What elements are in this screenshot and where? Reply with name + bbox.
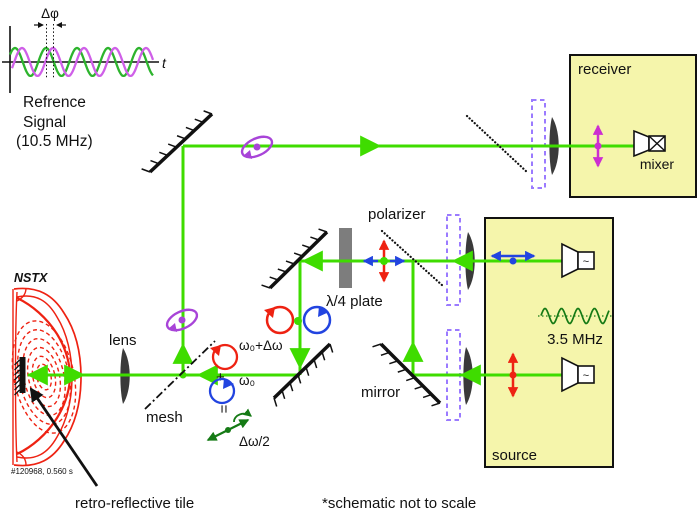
red-circle-w0dw <box>211 343 239 371</box>
mirror-hatching <box>141 110 213 173</box>
blue-dot <box>509 257 517 265</box>
mesh-beamsplitter <box>144 340 216 410</box>
receiver-beamsplitter <box>465 114 530 175</box>
ellipse-dot <box>253 143 261 151</box>
source-title: source <box>492 447 537 464</box>
signal-legend-label: Signal <box>23 114 66 131</box>
polarization-markers <box>362 124 604 398</box>
upper-term-label: ω₀+Δω <box>239 338 283 353</box>
oscillator-symbol: ~ <box>583 370 589 382</box>
nstx-title: NSTX <box>14 271 48 285</box>
beam-dot <box>380 257 388 265</box>
bottom-corner-contour <box>16 451 27 466</box>
red-circular-pol <box>265 305 295 335</box>
modulation-wave: 3.5 MHz <box>538 307 612 348</box>
blue-rotation-arrowhead <box>318 306 329 317</box>
mirror-top-left <box>148 112 214 174</box>
nstx-plasma <box>11 287 82 467</box>
circular-polarization <box>264 305 332 335</box>
retro-reflective-tile <box>14 357 26 396</box>
red-rotation-arrowhead <box>210 345 221 356</box>
red-rotation-arrowhead <box>264 307 275 318</box>
if-frequency-label: (10.5 MHz) <box>16 133 93 150</box>
oscillator-box-upper <box>577 251 595 270</box>
polarizer-beamsplitter <box>380 229 445 288</box>
t-axis-label: t <box>162 55 167 71</box>
tile-caption: retro-reflective tile <box>75 495 194 512</box>
quarter-wave-plate-label: λ/4 plate <box>326 293 383 310</box>
reference-legend-label: Refrence <box>23 94 86 111</box>
equals-rotated: = <box>215 405 232 414</box>
modulation-sine <box>540 307 610 325</box>
beam-dot <box>294 317 302 325</box>
green-dot <box>225 427 231 433</box>
ellipse-pol-top <box>240 135 274 159</box>
mirror-hatching <box>273 343 334 407</box>
lower-term-label: ω₀ <box>239 373 255 388</box>
tile-bar <box>19 357 26 393</box>
receiver-box: receiver <box>569 54 697 198</box>
mesh-label: mesh <box>146 409 183 426</box>
ellipse-pol-vertical <box>165 308 199 332</box>
blue-rotation-arrowhead <box>223 378 234 389</box>
oscillator-box-lower <box>577 365 595 384</box>
mirror-label: mirror <box>361 384 400 401</box>
phase-shift-label: Δφ <box>41 6 59 21</box>
flux-surface <box>26 346 62 408</box>
elliptical-polarization <box>165 135 274 332</box>
oscillator-symbol: ~ <box>583 256 589 268</box>
receiver-title: receiver <box>578 61 631 78</box>
window-receiver <box>531 99 546 189</box>
tile-hatching <box>14 359 20 396</box>
rotation-rate-label: Δω/2 <box>239 434 270 449</box>
blue-circle-w0 <box>208 377 236 405</box>
red-dot <box>509 371 517 379</box>
scale-note-caption: *schematic not to scale <box>322 495 476 512</box>
signal-sine <box>10 46 155 78</box>
plus-sign: + <box>216 369 225 386</box>
source-horns: ~ ~ <box>561 242 595 393</box>
ellipse-rotation-arrowhead <box>168 323 177 332</box>
rotating-linear-arrow <box>206 429 229 441</box>
mirror-hatching <box>372 343 441 407</box>
top-corner-contour <box>16 287 27 302</box>
mixer: mixer <box>633 129 675 172</box>
magenta-dot <box>594 142 602 150</box>
ellipse-rotation-arrowhead <box>243 150 252 159</box>
blue-circular-pol <box>302 305 332 335</box>
quarter-wave-plate <box>339 228 352 288</box>
waveform-panel: t Δφ Refrence Signal (10.5 MHz) <box>2 6 167 150</box>
center-stack-contour <box>14 291 18 463</box>
mirrors <box>148 112 442 405</box>
frequency-annotation: ω₀+Δω + ω₀ = Δω/2 <box>206 338 283 449</box>
rotation-arc-arrow <box>233 408 252 423</box>
mirror-source <box>379 342 442 405</box>
mirror-lower <box>272 342 332 400</box>
polarizer-label: polarizer <box>368 206 426 223</box>
flux-surface <box>35 363 53 391</box>
shot-label: #120968, 0.560 s <box>11 467 73 476</box>
mirror-hatching <box>261 228 328 289</box>
lens-label: lens <box>109 332 137 349</box>
mixer-x <box>648 135 666 152</box>
receiver-box-frame <box>569 54 697 198</box>
tile-pointer-arrow <box>29 387 99 487</box>
mirror-mid <box>268 230 329 290</box>
rotating-linear-arrow <box>227 419 250 431</box>
mixer-label: mixer <box>640 156 675 172</box>
flux-swoop-bottom <box>16 378 72 455</box>
modulation-frequency-label: 3.5 MHz <box>547 331 603 348</box>
ellipse-dot <box>178 316 186 324</box>
